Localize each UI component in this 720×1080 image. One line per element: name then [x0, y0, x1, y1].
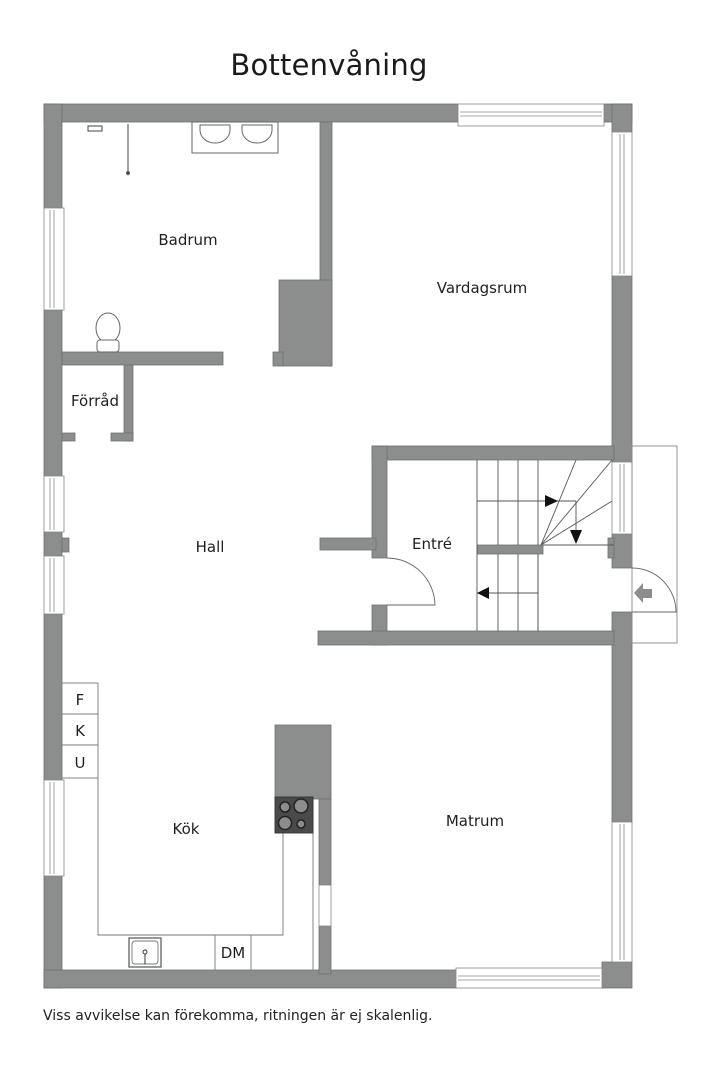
walls	[43, 103, 633, 989]
toilet-bowl-icon	[95, 312, 121, 344]
entrance-arrow-icon	[634, 583, 652, 603]
doors	[386, 445, 678, 644]
stair-arrow-icon	[545, 495, 558, 507]
front-door-swing[interactable]	[631, 567, 677, 613]
freezer-cabinet	[61, 713, 99, 746]
window-left-kok	[43, 779, 65, 877]
wall-right-2	[611, 533, 633, 569]
entre-door-swing[interactable]	[386, 557, 436, 606]
stair-arrow-icon	[477, 587, 489, 599]
appliance-label-freezer: K	[75, 722, 85, 740]
stove-icon	[274, 796, 314, 834]
room-label-forrad: Förråd	[70, 392, 120, 410]
entrance-porch-outline	[631, 445, 678, 644]
wall-left-3	[43, 531, 63, 557]
wall-entre-left-upper	[371, 445, 388, 559]
window-right-vardagsrum	[611, 131, 633, 277]
kitchen-fixtures	[61, 682, 314, 970]
wall-left-3-nub	[61, 537, 70, 553]
oven-cabinet	[61, 744, 99, 779]
floor-title: Bottenvåning	[230, 48, 428, 82]
wall-entre-bottom	[317, 630, 615, 646]
wall-forrad-right	[123, 364, 134, 442]
window-left-hall-1	[43, 475, 65, 533]
windows	[43, 103, 633, 989]
window-right-matrum	[611, 821, 633, 963]
room-label-vardagsrum: Vardagsrum	[436, 279, 528, 297]
wall-bottom-left	[43, 969, 459, 989]
appliance-label-oven: U	[74, 754, 86, 772]
wall-chimney-nub	[272, 351, 284, 367]
room-label-badrum: Badrum	[158, 231, 218, 249]
sink-icon	[199, 124, 231, 144]
wall-right-3	[611, 611, 633, 823]
disclaimer-text: Viss avvikelse kan förekomma, ritningen …	[43, 1008, 433, 1024]
toilet-tank-icon	[96, 339, 120, 353]
fridge-cabinet	[61, 682, 99, 715]
staircase	[476, 459, 614, 631]
wall-chimney-block	[278, 279, 333, 367]
wall-forrad-door-left	[61, 432, 76, 442]
room-label-hall: Hall	[195, 538, 225, 556]
room-label-kok: Kök	[172, 820, 200, 838]
window-right-entre	[611, 461, 633, 535]
wall-right-1	[611, 275, 633, 463]
wall-kitchen-divider-1	[318, 798, 332, 886]
window-top-vardagsrum	[457, 103, 605, 127]
wall-stair-divider	[476, 544, 544, 555]
kitchen-counter-outline	[97, 778, 284, 936]
double-sink-counter	[191, 121, 279, 154]
wall-left-1	[43, 103, 63, 209]
appliance-label-dishwasher: DM	[220, 944, 246, 962]
wall-hall-stub	[319, 537, 377, 551]
shower-rod-end	[125, 170, 131, 176]
room-label-entre: Entré	[412, 535, 452, 553]
wall-left-2	[43, 309, 63, 477]
bathroom-fixtures	[87, 121, 279, 353]
wall-kitchen-divider-2	[318, 925, 332, 975]
wall-left-4	[43, 613, 63, 781]
wall-corner-ne	[611, 103, 633, 133]
room-label-matrum: Matrum	[445, 812, 505, 830]
wall-forrad-door-right	[110, 432, 134, 442]
wall-bottom-right-corner	[601, 961, 633, 989]
sink-icon	[241, 124, 273, 144]
wall-top-left	[43, 103, 459, 123]
stair-arrow-icon	[570, 530, 582, 544]
wall-bath-bottom	[61, 351, 224, 366]
wall-entre-top	[371, 445, 615, 461]
shower-tap-icon	[87, 125, 103, 132]
window-bottom-matrum	[455, 967, 603, 989]
wall-kitchen-pillar	[274, 724, 332, 800]
window-left-hall-2	[43, 555, 65, 615]
opening-kitchen-matrum	[318, 884, 332, 927]
wall-right-2-nub	[607, 537, 615, 559]
appliance-label-fridge: F	[75, 691, 85, 709]
window-left-badrum	[43, 207, 65, 311]
